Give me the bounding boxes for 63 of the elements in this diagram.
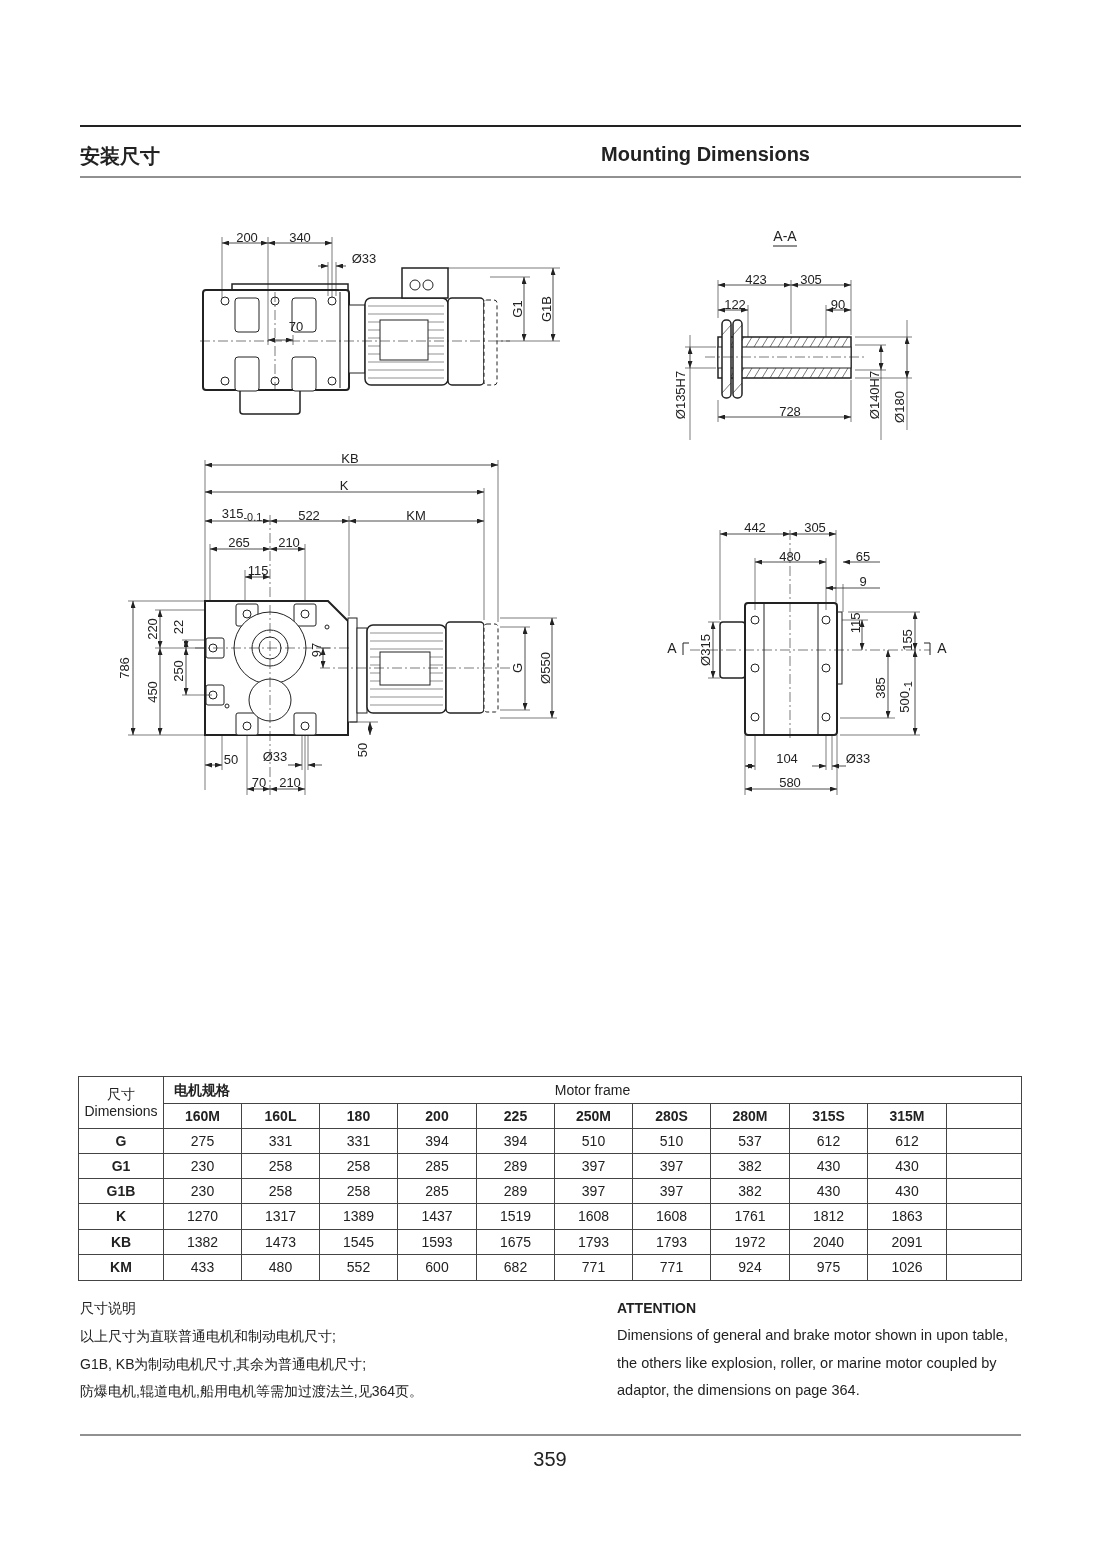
dimension-label: 450 <box>145 681 159 703</box>
dimension-label: 115 <box>848 612 862 634</box>
dimension-label: G <box>510 662 524 674</box>
dimension-label: Ø180 <box>892 391 906 423</box>
heading: 安装尺寸 <box>80 144 160 169</box>
dimension-label: K <box>339 478 349 492</box>
dimension-label: 480 <box>779 549 801 563</box>
note-paragraph: Dimensions of general and brake motor shown in upon table, the others like explosion, roller, or marine motor coupled by adaptor, the dimensions on page 364. <box>617 1326 1009 1400</box>
dimension-label: 122 <box>724 297 746 311</box>
dimension-label: 200 <box>236 230 258 244</box>
dimension-label: 50 <box>223 752 239 766</box>
section-label: A <box>937 641 947 655</box>
dimension-label: 786 <box>117 657 131 679</box>
dimension-label: 315$_{-0.1}$ <box>221 506 263 524</box>
dimension-label: 155 <box>900 629 914 651</box>
dimension-label: 423 <box>745 272 767 286</box>
dimension-label: 210 <box>278 535 300 549</box>
dimension-label: 522 <box>298 508 320 522</box>
dimension-label: 305 <box>800 272 822 286</box>
dimension-label: Ø550 <box>538 652 552 684</box>
note-heading: 尺寸说明 <box>80 1300 136 1318</box>
dimension-label: 728 <box>779 404 801 418</box>
dimension-label: 9 <box>859 574 867 588</box>
column-group-label: Motor frame <box>554 1082 631 1099</box>
dimension-label: 50 <box>355 742 369 758</box>
dimension-label: G1B <box>539 296 553 322</box>
dimension-label: 442 <box>744 520 766 534</box>
table-cell: 尺寸 Dimensions <box>78 1076 164 1129</box>
dimension-label: 90 <box>830 297 846 311</box>
dimension-label: 220 <box>145 618 159 640</box>
page-title: Mounting Dimensions <box>601 143 810 166</box>
row-heading: KM <box>78 1254 164 1281</box>
section-label: A <box>667 641 677 655</box>
dimension-label: 65 <box>855 549 871 563</box>
dimension-label: 115 <box>247 563 269 577</box>
note-line: 防爆电机,辊道电机,船用电机等需加过渡法兰,见364页。 <box>80 1383 424 1401</box>
dimension-label: Ø140H7 <box>867 370 881 420</box>
dimension-label: 210 <box>279 775 301 789</box>
dimension-label: Ø135H7 <box>673 370 687 420</box>
note-heading: ATTENTION <box>617 1300 697 1316</box>
dimension-label: Ø33 <box>351 251 377 265</box>
note-line: 以上尺寸为直联普通电机和制动电机尺寸; <box>80 1328 336 1346</box>
dimension-label: Ø315 <box>698 634 712 666</box>
dimension-label: 305 <box>804 520 826 534</box>
dimension-label: 385 <box>873 677 887 699</box>
dimension-label: 70 <box>251 775 267 789</box>
dimension-label: 340 <box>289 230 311 244</box>
page-number: 359 <box>533 1448 567 1471</box>
dimension-label: KM <box>406 508 426 522</box>
dimension-label: 70 <box>288 319 304 333</box>
dimension-label: G1 <box>510 300 524 318</box>
column-group-label: 电机规格 <box>174 1082 230 1099</box>
dimension-label: 265 <box>228 535 250 549</box>
note-line: G1B, KB为制动电机尺寸,其余为普通电机尺寸; <box>80 1355 367 1374</box>
dimension-label: Ø33 <box>262 749 288 763</box>
dimension-label: 250 <box>171 660 185 682</box>
section-title: A-A <box>773 229 797 243</box>
dimension-label: KB <box>341 451 359 465</box>
dimension-label: Ø33 <box>845 751 871 765</box>
dimension-label: 22 <box>171 619 185 635</box>
dimension-label: 580 <box>779 775 801 789</box>
dimension-label: 104 <box>776 751 798 765</box>
dimension-label: 97 <box>309 642 323 658</box>
